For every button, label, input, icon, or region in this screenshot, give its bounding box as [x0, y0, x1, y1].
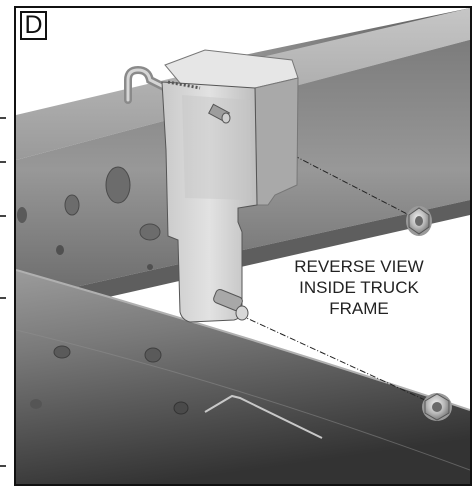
tube-hole — [53, 345, 71, 359]
flange-nut-icon — [406, 206, 432, 236]
tube-hole — [173, 401, 189, 415]
reverse-view-caption: REVERSE VIEW INSIDE TRUCK FRAME — [276, 256, 442, 319]
caption-line-1: REVERSE VIEW — [294, 257, 424, 276]
frame-hole — [105, 166, 131, 204]
frame-hole — [56, 245, 64, 255]
frame-hole — [147, 264, 153, 270]
guide-line-lower — [239, 314, 426, 401]
caption-line-2: INSIDE TRUCK — [299, 278, 419, 297]
frame-hole — [17, 207, 27, 223]
frame-hole — [139, 223, 161, 241]
tube-slot — [204, 394, 323, 439]
adjacent-panel-edge — [0, 117, 6, 467]
stud-bolt-icon — [208, 103, 231, 124]
u-bolt-icon — [124, 65, 204, 109]
tube-hole — [144, 347, 162, 363]
flange-nut-icon — [422, 393, 452, 421]
panel-letter: D — [20, 11, 47, 40]
frame-hole — [64, 194, 80, 216]
stud-bolt-icon — [213, 288, 249, 321]
tube-hole — [30, 399, 42, 409]
mounting-bracket-icon — [161, 49, 299, 323]
caption-line-3: FRAME — [329, 299, 389, 318]
panel-letter-text: D — [24, 11, 43, 39]
